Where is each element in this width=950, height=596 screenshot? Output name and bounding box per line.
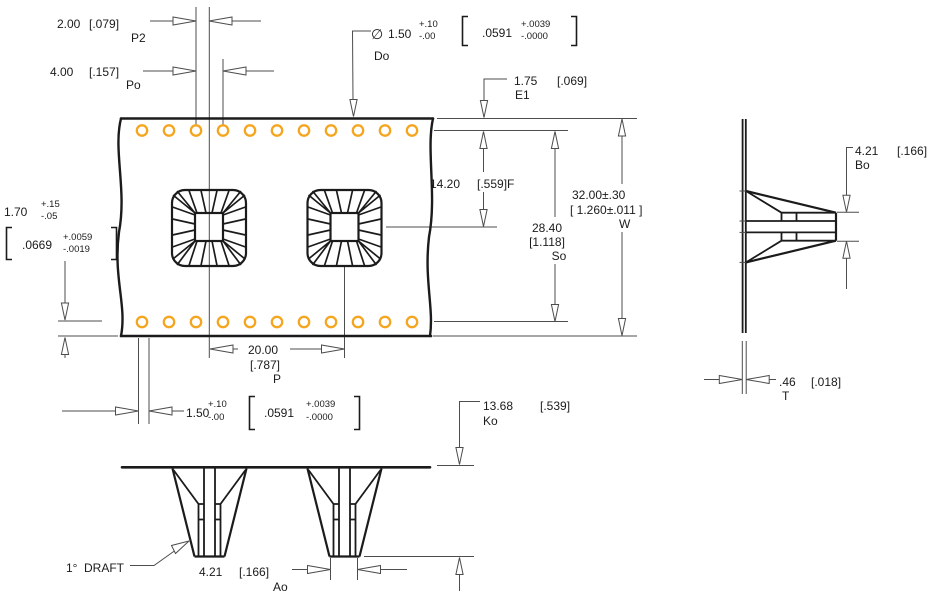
dim-ko-label: Ko bbox=[483, 414, 498, 428]
pocket-1-front bbox=[171, 468, 248, 558]
dim-e1: 1.75 [.069] E1 bbox=[479, 74, 587, 118]
dim-e1-mm: 1.75 bbox=[514, 74, 538, 88]
dim-edge-margin: 1.70 +.15 -.05 .0669 +.0059 -.0019 bbox=[4, 199, 118, 358]
dim-so: 28.40 [1.118] So bbox=[529, 131, 567, 322]
dim-hole-tol-plus: +.10 bbox=[208, 399, 227, 410]
sprocket-holes-top-row bbox=[135, 124, 419, 137]
dim-hole-inch-tol-plus: +.0039 bbox=[306, 399, 335, 410]
plan-view: 2.00 [.079] P2 4.00 [.157] Po ∅ 1.50 +.1… bbox=[4, 7, 642, 431]
dim-t-label: T bbox=[782, 389, 790, 403]
dim-p2-inch: [.079] bbox=[89, 17, 119, 31]
dim-do-tol-minus: -.00 bbox=[419, 31, 435, 42]
dim-so-inch: [1.118] bbox=[529, 235, 565, 249]
dim-so-mm: 28.40 bbox=[532, 221, 562, 235]
dim-p-label: P bbox=[273, 372, 281, 386]
dim-ao: 4.21 [.166] Ao bbox=[199, 558, 407, 594]
pocket-2-plan bbox=[306, 188, 383, 268]
dim-f-mm: 14.20 bbox=[430, 177, 460, 191]
dim-edge-tol-minus: -.05 bbox=[41, 211, 57, 222]
dim-edge-mm: 1.70 bbox=[4, 205, 28, 219]
dim-do-mm: 1.50 bbox=[388, 27, 412, 41]
pocket-1-plan bbox=[170, 188, 248, 268]
dim-edge-inch: .0669 bbox=[22, 238, 52, 252]
dim-bo: 4.21 [.166] Bo bbox=[837, 144, 927, 289]
side-pocket-profile bbox=[745, 189, 838, 264]
dim-f: 14.20 [.559]F bbox=[430, 131, 514, 227]
dim-p2-mm: 2.00 bbox=[57, 17, 81, 31]
draft-note-prefix: 1° bbox=[66, 561, 78, 575]
dim-do-dia-symbol: ∅ bbox=[371, 26, 383, 42]
dim-t-inch: [.018] bbox=[811, 375, 841, 389]
center-extension-lines bbox=[58, 7, 637, 424]
side-view: 4.21 [.166] Bo .46 [.018] T bbox=[704, 119, 927, 403]
dim-t-mm: .46 bbox=[779, 375, 796, 389]
dim-ko: 13.68 [.539] Ko bbox=[364, 399, 570, 591]
dim-edge-inch-tol-plus: +.0059 bbox=[63, 232, 92, 243]
dim-do-inch-tol-plus: +.0039 bbox=[521, 19, 550, 30]
front-view: 13.68 [.539] Ko 4.21 [.166] Ao 1° DRAFT bbox=[66, 399, 570, 594]
dim-w-mm: 32.00±.30 bbox=[572, 188, 626, 202]
dim-hole-mm: 1.50 bbox=[186, 406, 210, 420]
dim-po-inch: [.157] bbox=[89, 65, 119, 79]
draft-note: 1° DRAFT bbox=[66, 540, 190, 575]
dim-ao-mm: 4.21 bbox=[199, 565, 223, 579]
tape-outline bbox=[116, 117, 435, 338]
dim-hole-tol-minus: -.00 bbox=[208, 412, 224, 423]
dim-p2: 2.00 [.079] P2 bbox=[57, 16, 261, 45]
dim-do-inch-tol-minus: -.0000 bbox=[521, 31, 548, 42]
dim-w-inch: [ 1.260±.011 ] bbox=[570, 203, 642, 217]
dim-do-tol-plus: +.10 bbox=[419, 19, 438, 30]
draft-note-text: DRAFT bbox=[84, 561, 125, 575]
dim-p-inch: [.787] bbox=[250, 358, 280, 372]
dim-t: .46 [.018] T bbox=[704, 341, 841, 403]
side-tape bbox=[739, 119, 749, 333]
dim-edge-inch-tol-minus: -.0019 bbox=[63, 244, 90, 255]
dim-do: ∅ 1.50 +.10 -.00 .0591 +.0039 -.0000 Do bbox=[349, 15, 578, 117]
dim-po-label: Po bbox=[126, 78, 141, 92]
dim-ko-inch: [.539] bbox=[540, 399, 570, 413]
dim-do-label: Do bbox=[374, 49, 390, 63]
dim-hole-inch: .0591 bbox=[264, 406, 294, 420]
dim-e1-label: E1 bbox=[515, 88, 530, 102]
dim-hole-width: 1.50 +.10 -.00 .0591 +.0039 -.0000 bbox=[62, 395, 361, 431]
dim-e1-inch: [.069] bbox=[557, 74, 587, 88]
dim-po: 4.00 [.157] Po bbox=[50, 65, 274, 92]
dim-do-inch: .0591 bbox=[482, 26, 512, 40]
dim-w: 32.00±.30 [ 1.260±.011 ] W bbox=[570, 118, 642, 336]
dim-ao-label: Ao bbox=[273, 580, 288, 594]
dim-edge-tol-plus: +.15 bbox=[41, 199, 60, 210]
sprocket-holes-bottom-row bbox=[135, 315, 419, 329]
dim-bo-mm: 4.21 bbox=[855, 144, 879, 158]
dim-p: 20.00 [.787] P bbox=[209, 343, 345, 386]
dim-ko-mm: 13.68 bbox=[483, 399, 513, 413]
dim-po-mm: 4.00 bbox=[50, 65, 74, 79]
dim-so-label: So bbox=[552, 249, 567, 263]
dim-f-inch: [.559]F bbox=[477, 177, 514, 191]
pocket-2-front bbox=[306, 468, 383, 558]
dim-ao-inch: [.166] bbox=[239, 565, 269, 579]
dim-bo-label: Bo bbox=[855, 158, 870, 172]
dim-hole-inch-tol-minus: -.0000 bbox=[306, 412, 333, 423]
dim-w-label: W bbox=[619, 217, 631, 231]
dim-bo-inch: [.166] bbox=[897, 144, 927, 158]
dim-p-mm: 20.00 bbox=[248, 343, 278, 357]
dim-p2-label: P2 bbox=[131, 31, 146, 45]
